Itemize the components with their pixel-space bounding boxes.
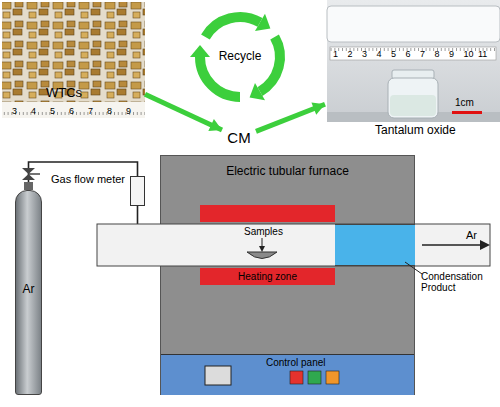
annotation-label: 11 [478,50,487,59]
node-text: WTCs [46,86,82,100]
node-text: Control panel [266,357,325,368]
annotation-label: 8 [107,107,112,116]
glass-jar [388,78,438,118]
annotation-label: 1 [333,50,338,59]
annotation-label: 8 [435,50,440,59]
node-text: Tantalum oxide [375,124,456,137]
node-text: Heating zone [200,271,335,282]
flow-arrow-head [480,240,490,250]
annotation-label: 9 [126,107,131,116]
flow-arrow [422,244,482,246]
node-text: Recycle [190,50,290,63]
cylinder-neck [24,182,33,190]
recycle-arc [260,37,280,92]
node-text: CM [222,130,256,147]
valve-symbol [22,168,35,174]
connector-line [256,104,325,131]
annotation-label: 6 [406,50,411,59]
node-text: Electric tubular furnace [161,165,414,178]
process-arrow [145,94,222,131]
annotation-label: 1cm [455,98,474,108]
annotation-label: Samples [244,227,283,237]
process-label: CM [222,128,256,148]
gas-pipe [29,162,138,190]
recycle-head [190,45,210,57]
annotation-label: 7 [420,50,425,59]
arrow-head [311,103,325,115]
annotation-label: 9 [449,50,454,59]
ruler-strip [330,47,496,60]
annotation-label: 10 [464,50,474,59]
arrow-head [208,119,222,131]
tube-furnace: Electric tubular furnaceHeating zoneCond… [160,155,415,395]
connector-line [138,206,161,245]
valve-handle [29,173,41,175]
oxide-photo [327,0,500,122]
recycle-arc [205,17,260,37]
annotation-label: 3 [362,50,367,59]
quartz-tube [415,224,490,266]
glass-tube [327,6,500,42]
ruler-ticks [2,102,145,118]
connector-line [29,162,138,190]
flow-meter: Gas flow meter [130,176,145,206]
capacitor-photo [2,2,145,102]
photo-frame: Tantalum oxide [325,0,500,140]
connector-line [145,94,222,130]
node-text: Gas flow meter [51,173,125,185]
valve-symbol [22,174,35,180]
node-text: Condensation Product [421,271,493,293]
heating-element: Heating zone [200,268,335,285]
recycle-head [250,83,265,100]
annotation-label: 5 [391,50,396,59]
recycle-head [255,14,270,31]
photo-frame: WTCs [2,2,145,120]
annotation-label: 5 [50,107,55,116]
control-panel: Control panel [161,354,414,395]
oxide-powder [390,95,436,116]
annotation-label: 3 [12,107,17,116]
annotation-label: 4 [31,107,36,116]
annotation-label: 7 [88,107,93,116]
process-arrow [256,103,325,132]
annotation-label: 6 [69,107,74,116]
scale-bar [452,111,482,114]
condensation-zone: Condensation Product [335,224,415,266]
annotation-label: 4 [377,50,382,59]
recycle-symbol: Recycle [190,7,290,107]
annotation-label: 2 [348,50,353,59]
annotation-label: Ar [466,230,477,241]
node-text: Ar [16,283,41,296]
ruler-ticks [330,47,496,60]
gas-cylinder: Ar [15,190,42,395]
gas-pipe [138,206,161,245]
ruler-strip [2,102,145,118]
